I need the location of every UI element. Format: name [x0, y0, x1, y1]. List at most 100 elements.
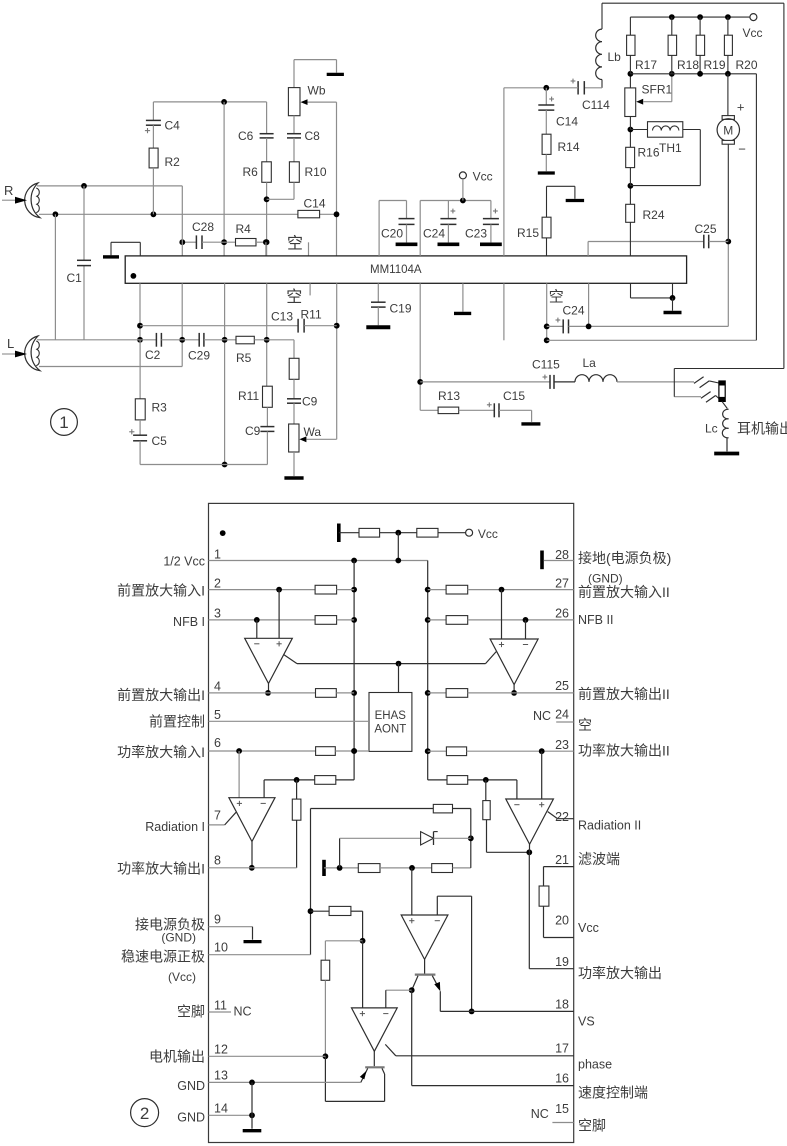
svg-text:C23: C23: [465, 227, 487, 241]
svg-text:R16: R16: [638, 146, 660, 160]
svg-text:NC: NC: [533, 709, 551, 723]
svg-text:−: −: [738, 142, 746, 157]
svg-text:AONT: AONT: [374, 724, 406, 736]
svg-text:C8: C8: [305, 129, 321, 143]
svg-text:18: 18: [555, 998, 569, 1012]
svg-text:前置放大输入II: 前置放大输入II: [578, 584, 670, 600]
svg-text:phase: phase: [578, 1058, 612, 1072]
svg-text:2: 2: [140, 1104, 149, 1123]
svg-text:EHAS: EHAS: [375, 710, 407, 722]
svg-text:前置放大输入I: 前置放大输入I: [117, 583, 205, 599]
svg-text:R14: R14: [558, 140, 580, 154]
svg-text:C9: C9: [302, 395, 318, 409]
svg-text:Vcc: Vcc: [473, 170, 493, 184]
svg-text:C9: C9: [245, 424, 261, 438]
svg-text:R4: R4: [236, 222, 252, 236]
svg-text:GND: GND: [177, 1111, 205, 1125]
svg-text:C1: C1: [67, 271, 83, 285]
svg-text:稳速电源正极: 稳速电源正极: [121, 949, 205, 965]
svg-text:VS: VS: [578, 1015, 595, 1029]
svg-text:R: R: [4, 183, 13, 198]
svg-text:功率放大输出I: 功率放大输出I: [117, 861, 205, 877]
svg-text:Wa: Wa: [304, 425, 322, 439]
svg-text:25: 25: [555, 679, 569, 693]
svg-text:GND: GND: [177, 1079, 205, 1093]
svg-text:C2: C2: [145, 348, 161, 362]
svg-text:10: 10: [214, 941, 228, 955]
svg-text:16: 16: [555, 1072, 569, 1086]
svg-text:26: 26: [555, 607, 569, 621]
svg-text:C24: C24: [563, 304, 585, 318]
svg-text:Vcc: Vcc: [478, 527, 498, 541]
svg-text:Lb: Lb: [608, 50, 622, 64]
svg-text:C29: C29: [188, 349, 210, 363]
svg-text:前置放大输出II: 前置放大输出II: [578, 686, 670, 702]
svg-text:C19: C19: [390, 302, 412, 316]
svg-text:空: 空: [549, 289, 564, 306]
svg-text:C5: C5: [152, 434, 168, 448]
svg-text:23: 23: [555, 738, 569, 752]
svg-text:R10: R10: [305, 165, 327, 179]
svg-text:R6: R6: [243, 165, 259, 179]
svg-text:C14: C14: [304, 197, 326, 211]
svg-text:C115: C115: [532, 358, 560, 372]
svg-text:功率放大输出: 功率放大输出: [578, 965, 662, 981]
svg-text:R20: R20: [736, 58, 758, 72]
svg-text:NFB I: NFB I: [173, 615, 205, 629]
svg-text:接电源负极: 接电源负极: [135, 917, 205, 933]
svg-text:Lc: Lc: [705, 422, 718, 436]
svg-text:MM1104A: MM1104A: [370, 264, 422, 276]
svg-text:2: 2: [214, 577, 221, 591]
svg-text:+: +: [737, 100, 745, 115]
svg-text:(GND): (GND): [161, 931, 196, 945]
svg-text:Vcc: Vcc: [578, 921, 599, 935]
svg-text:Radiation I: Radiation I: [145, 820, 205, 834]
svg-text:13: 13: [214, 1069, 228, 1083]
svg-text:滤波端: 滤波端: [578, 851, 620, 867]
svg-text:24: 24: [555, 708, 569, 722]
svg-text:空: 空: [287, 235, 303, 253]
svg-text:R15: R15: [517, 226, 539, 240]
svg-text:NFB II: NFB II: [578, 613, 613, 627]
svg-text:空: 空: [286, 288, 302, 306]
svg-text:(Vcc): (Vcc): [168, 970, 196, 984]
svg-text:空脚: 空脚: [578, 1118, 606, 1134]
svg-text:8: 8: [214, 854, 221, 868]
svg-text:C4: C4: [165, 119, 181, 133]
svg-text:L: L: [7, 336, 14, 351]
svg-text:11: 11: [214, 999, 227, 1013]
svg-text:21: 21: [555, 853, 569, 867]
svg-text:空: 空: [578, 717, 592, 733]
svg-text:17: 17: [555, 1042, 569, 1056]
svg-text:耳机输出: 耳机输出: [737, 421, 787, 437]
svg-text:6: 6: [214, 736, 221, 750]
svg-text:SFR1: SFR1: [642, 83, 673, 97]
svg-text:R11: R11: [301, 308, 322, 322]
svg-text:R13: R13: [438, 389, 460, 403]
svg-text:电机输出: 电机输出: [149, 1049, 205, 1065]
svg-text:R11: R11: [238, 389, 259, 403]
svg-text:C6: C6: [238, 129, 254, 143]
svg-text:NC: NC: [234, 1005, 252, 1019]
svg-text:C15: C15: [503, 389, 525, 403]
svg-text:4: 4: [214, 680, 221, 694]
svg-text:9: 9: [214, 913, 221, 927]
svg-text:1: 1: [59, 413, 68, 432]
svg-text:20: 20: [555, 914, 569, 928]
svg-text:C20: C20: [381, 227, 403, 241]
svg-text:7: 7: [214, 809, 221, 823]
svg-text:27: 27: [555, 577, 569, 591]
svg-text:前置控制: 前置控制: [149, 714, 205, 730]
svg-text:空脚: 空脚: [177, 1004, 205, 1020]
svg-text:C28: C28: [192, 220, 214, 234]
svg-text:R2: R2: [165, 155, 181, 169]
svg-text:R19: R19: [704, 58, 726, 72]
svg-text:Wb: Wb: [308, 84, 326, 98]
svg-text:NC: NC: [531, 1107, 549, 1121]
svg-text:3: 3: [214, 607, 221, 621]
svg-text:28: 28: [555, 548, 569, 562]
svg-text:1/2 Vcc: 1/2 Vcc: [163, 555, 205, 569]
svg-text:12: 12: [214, 1043, 228, 1057]
svg-text:功率放大输入I: 功率放大输入I: [117, 744, 205, 760]
svg-text:1: 1: [214, 548, 221, 562]
